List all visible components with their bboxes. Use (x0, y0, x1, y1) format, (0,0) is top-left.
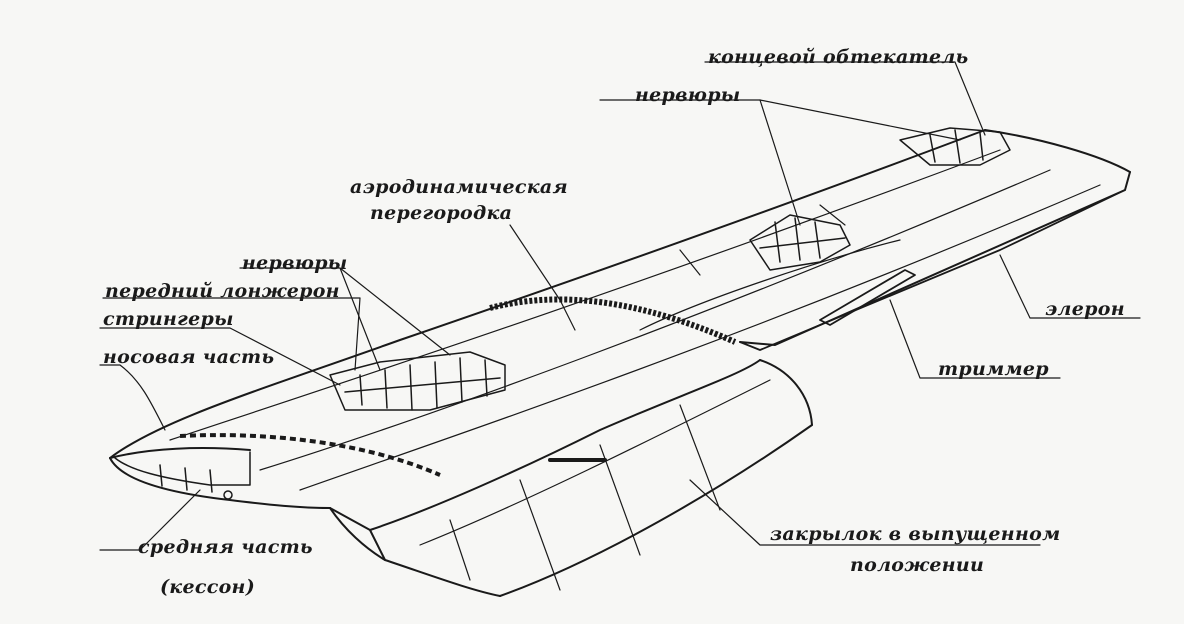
panel-lines (169, 149, 1101, 491)
label-outer-ribs: нервюры (635, 84, 741, 106)
label-nose-part: носовая часть (103, 346, 275, 368)
label-aero-fence-line2: перегородка (370, 202, 513, 224)
label-tip-fairing: концевой обтекатель (708, 46, 969, 68)
label-center-part: средняя часть (138, 536, 313, 558)
label-aileron: элерон (1045, 298, 1125, 320)
label-flap-line2: положении (850, 554, 985, 576)
label-flap-line1: закрылок в выпущенном (770, 523, 1061, 545)
aileron (739, 189, 1126, 351)
inner-rib-cutout (329, 351, 506, 411)
outer-rib-cutout (749, 214, 851, 271)
leader-lines (99, 61, 1141, 551)
label-caisson: (кессон) (160, 576, 255, 598)
flap (329, 359, 813, 597)
wing-outline (109, 129, 1131, 561)
label-stringers: стрингеры (103, 308, 234, 330)
label-trimmer: триммер (938, 358, 1049, 380)
stringers-line (179, 433, 441, 477)
tip-fairing-cutout (899, 127, 1011, 166)
label-aero-fence-line1: аэродинамическая (350, 176, 568, 198)
root-caisson (114, 451, 251, 500)
label-front-spar: передний лонжерон (105, 280, 340, 302)
aero-fence (489, 296, 737, 345)
label-inner-ribs: нервюры (242, 252, 348, 274)
